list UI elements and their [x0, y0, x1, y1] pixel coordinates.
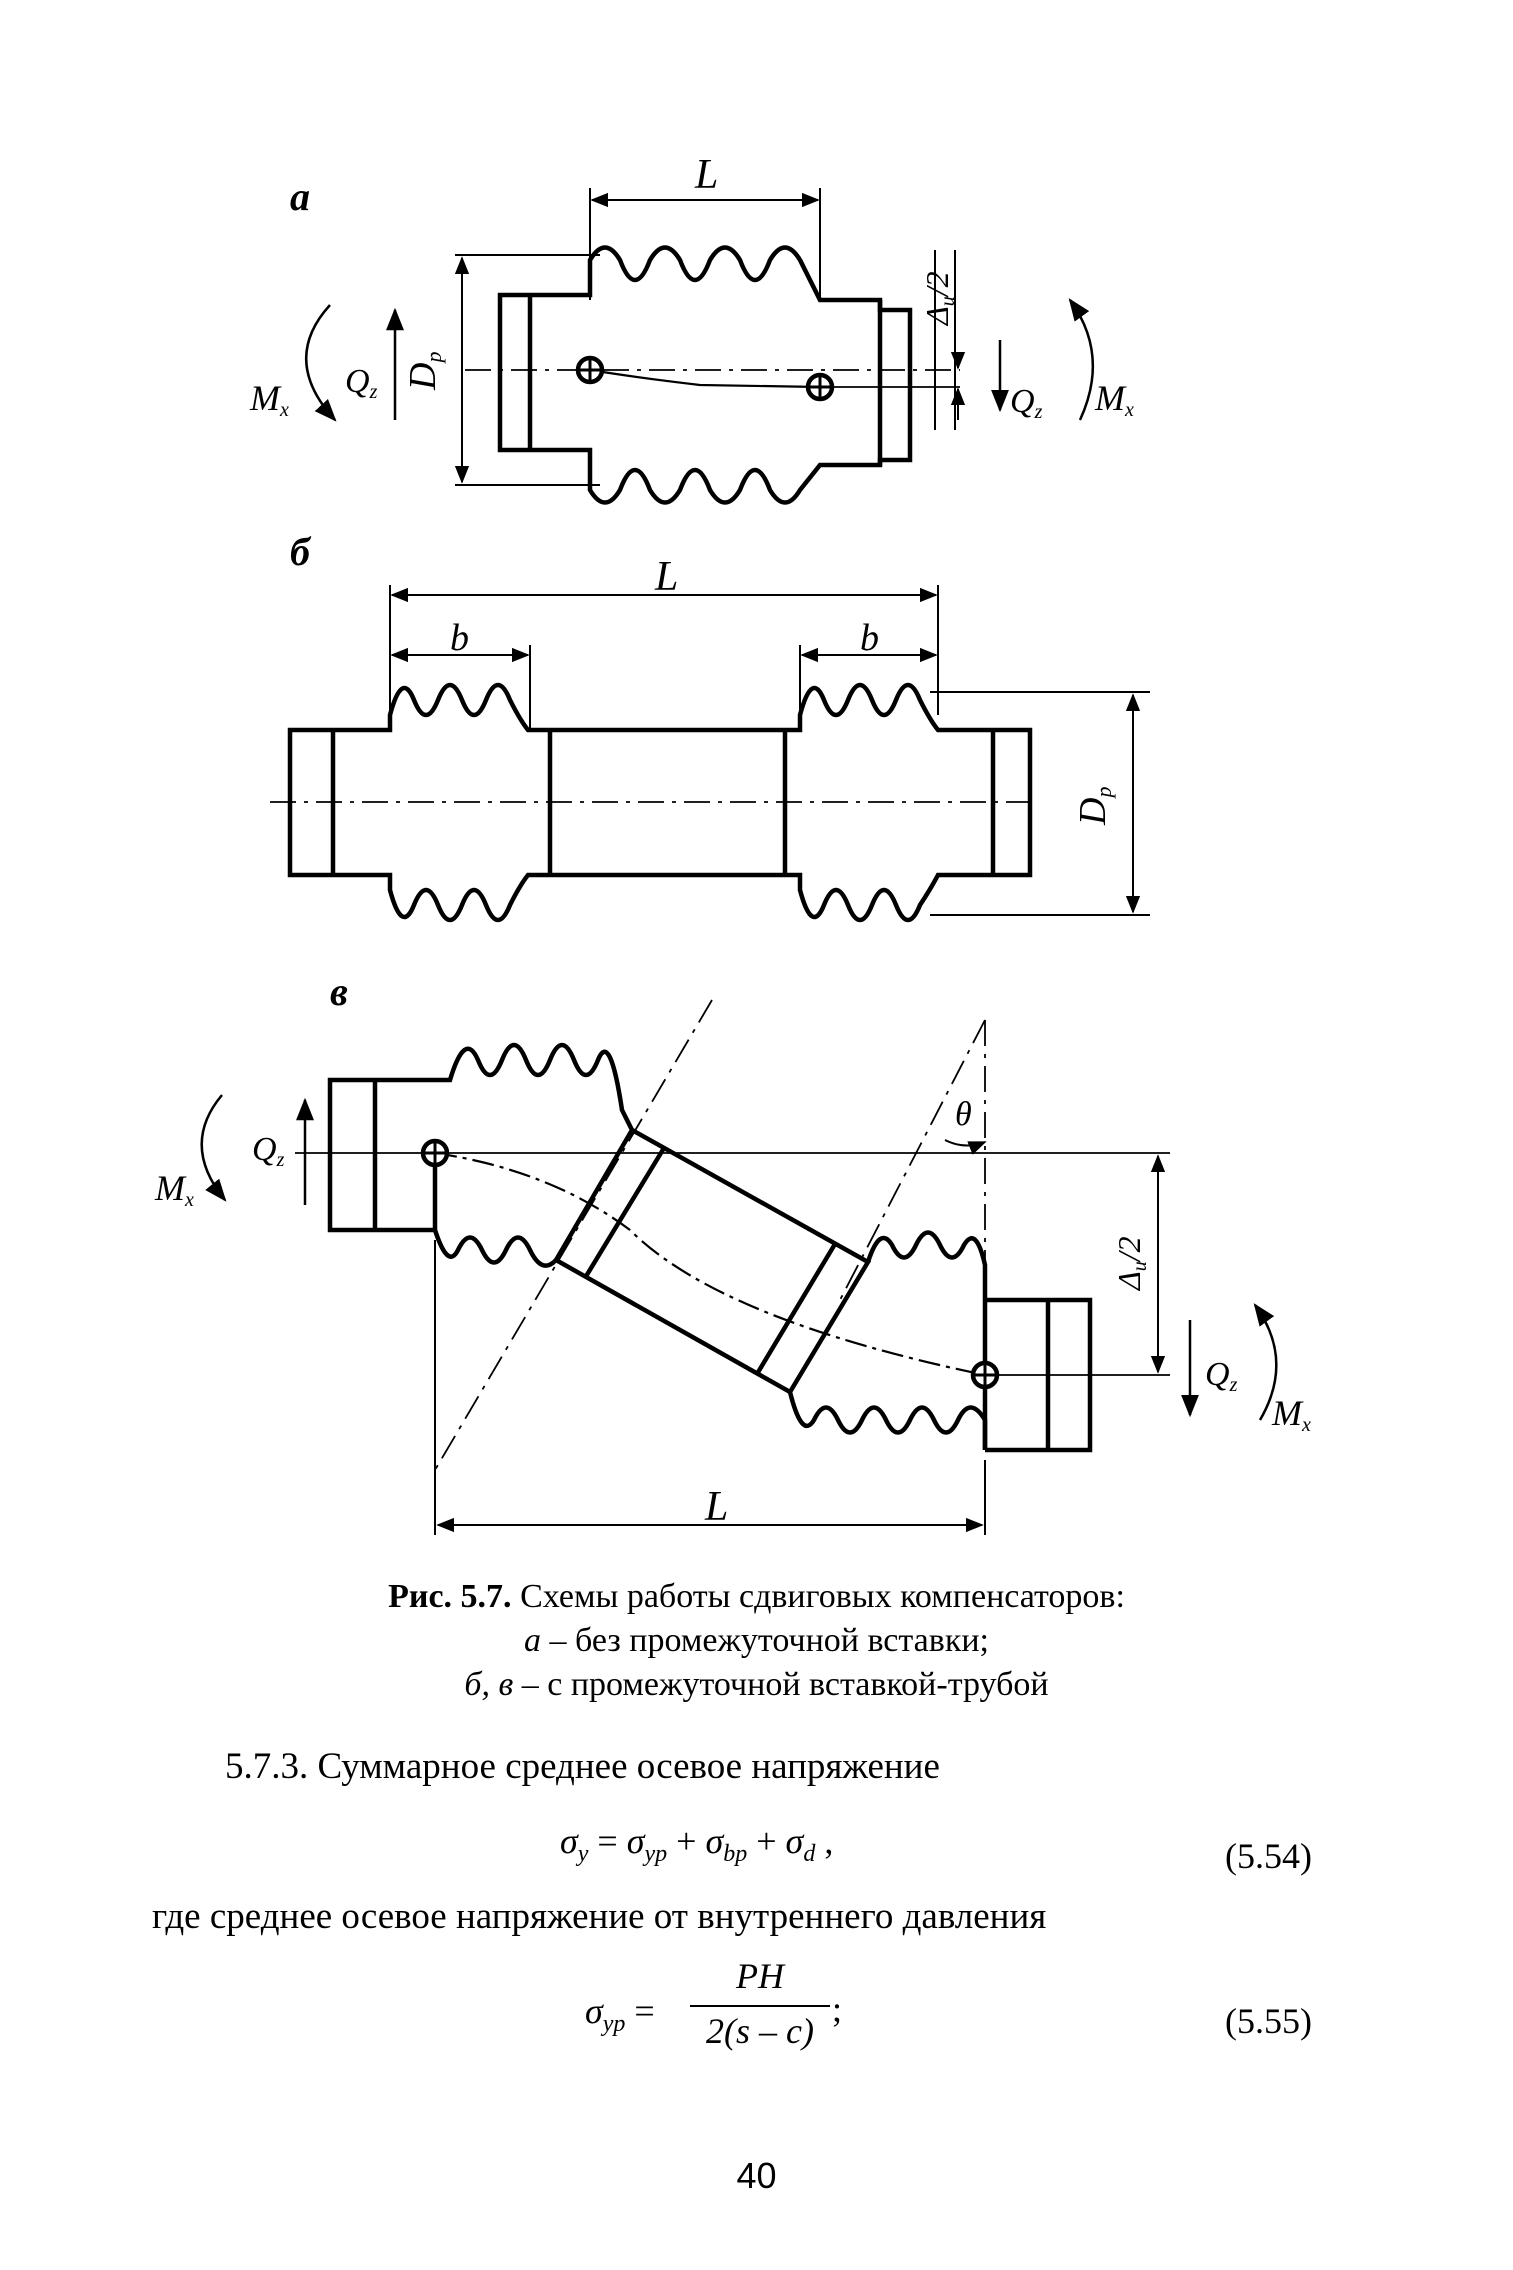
panel-c-Mx-left: Mx — [154, 1168, 194, 1211]
panel-b-tag: б — [290, 529, 312, 574]
panel-c-theta: θ — [955, 1096, 972, 1133]
panel-c-Qz-right: Qz — [1205, 1356, 1238, 1396]
figure-title: Схемы работы сдвиговых компенсаторов: — [520, 1578, 1125, 1615]
figure-caption-line3: б, в – с промежуточной вставкой-трубой — [0, 1663, 1513, 1707]
page-number: 40 — [736, 2155, 777, 2196]
caption-letters-bv: б, в — [464, 1666, 514, 1703]
panel-c-delta: Δu/2 — [1111, 1236, 1151, 1292]
panel-b-L: L — [654, 554, 678, 600]
formula-5-55-semicolon: ; — [832, 1989, 843, 2029]
formula-5-55-number: (5.55) — [1225, 2001, 1312, 2041]
formula-intro: где среднее осевое напряжение от внутрен… — [152, 1896, 1047, 1937]
panel-c-tag: в — [330, 969, 348, 1014]
panel-b-labels: L b b Dp — [450, 554, 1116, 826]
formula-5-54-number: (5.54) — [1225, 1836, 1312, 1876]
panel-a-Qz-left: Qz — [345, 363, 378, 403]
caption-line3-text: – с промежуточной вставкой-трубой — [513, 1666, 1049, 1703]
panel-b-Dp: Dp — [1072, 787, 1116, 826]
panel-c: в — [200, 969, 1278, 1535]
panel-b-b-left: b — [450, 617, 469, 659]
section-heading: 5.7.3. Суммарное среднее осевое напряжен… — [225, 1746, 940, 1787]
panel-a-delta: Δu/2 — [919, 271, 959, 327]
panel-c-labels: θ L Δu/2 Mx Qz Qz Mx — [154, 1096, 1311, 1530]
panel-a-Mx-right: Mx — [1094, 378, 1134, 421]
panel-a-L: L — [694, 152, 718, 198]
panel-a-Dp: Dp — [402, 352, 446, 391]
panel-c-Mx-right: Mx — [1271, 1393, 1311, 1436]
panel-b-b-right: b — [860, 617, 879, 659]
formula-5-55-denominator: 2(s – c) — [706, 2011, 814, 2051]
caption-line2-text: – без промежуточной вставки; — [541, 1622, 989, 1659]
panel-a: а — [290, 174, 1095, 505]
panel-b: б — [270, 529, 1150, 923]
formula-5-55-numerator: PH — [736, 1956, 784, 1996]
panel-a-Mx-left: Mx — [249, 378, 289, 421]
caption-letter-a: а — [524, 1622, 541, 1659]
figure-number: Рис. 5.7. — [388, 1578, 512, 1615]
figure-caption-line1: Рис. 5.7. Схемы работы сдвиговых компенс… — [0, 1575, 1513, 1619]
formula-5-54: σy = σyp + σbp + σd , — [560, 1821, 834, 1868]
formula-5-55-lhs: σyp = — [585, 1991, 655, 2038]
fraction-bar — [690, 2005, 830, 2007]
panel-c-L: L — [704, 1484, 728, 1530]
panel-a-tag: а — [290, 174, 310, 219]
figure-caption-line2: а – без промежуточной вставки; — [0, 1619, 1513, 1663]
panel-c-Qz-left: Qz — [252, 1131, 285, 1171]
figure-5-7: а L Dp Δu/2 Mx Qz Qz — [154, 152, 1311, 1535]
panel-a-labels: L Dp Δu/2 Mx Qz Qz Mx — [249, 152, 1134, 423]
panel-a-Qz-right: Qz — [1010, 383, 1043, 423]
